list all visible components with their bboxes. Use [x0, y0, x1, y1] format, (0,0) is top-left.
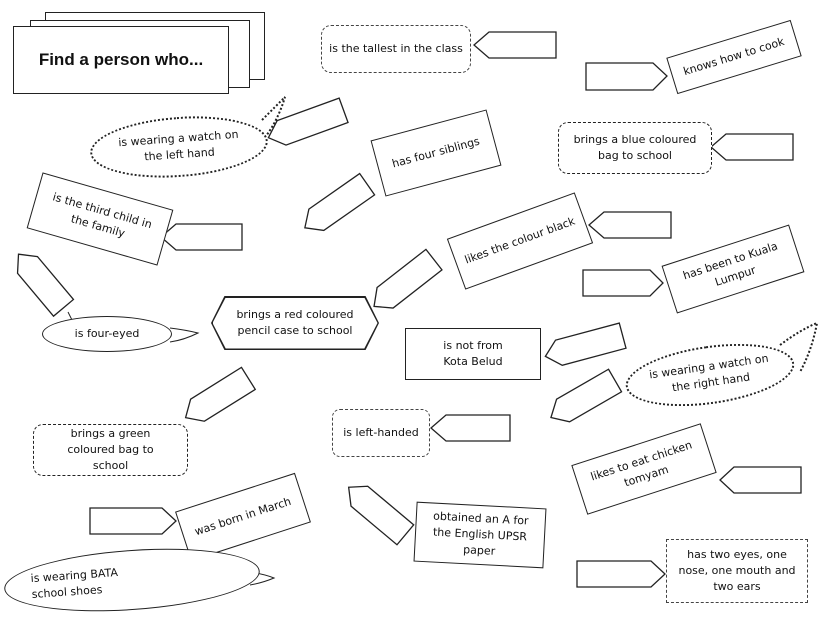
answer-tag[interactable]: [264, 97, 349, 150]
title-card-front: Find a person who...: [13, 26, 229, 94]
prompt-two-eyes: has two eyes, one nose, one mouth and tw…: [666, 539, 808, 603]
answer-tag[interactable]: [160, 223, 243, 251]
prompt-text: is wearing BATA school shoes: [30, 566, 119, 602]
answer-tag[interactable]: [89, 507, 177, 535]
prompt-text: is four-eyed: [74, 327, 140, 341]
answer-tag[interactable]: [430, 414, 511, 442]
bubble-tail: [261, 96, 286, 137]
answer-tag[interactable]: [179, 366, 257, 428]
prompt-text: brings a red coloured pencil case to sch…: [236, 308, 354, 337]
answer-tag[interactable]: [9, 246, 75, 318]
answer-tag[interactable]: [544, 368, 623, 429]
answer-tag[interactable]: [582, 269, 664, 297]
prompt-red-pencil-case: brings a red coloured pencil case to sch…: [211, 296, 379, 350]
answer-tag[interactable]: [719, 466, 802, 494]
prompt-text: has two eyes, one nose, one mouth and tw…: [678, 548, 796, 593]
prompt-text: has four siblings: [390, 134, 482, 171]
answer-tag[interactable]: [585, 62, 668, 91]
answer-tag[interactable]: [473, 31, 557, 59]
prompt-text: obtained an A for the English UPSR paper: [432, 509, 529, 558]
prompt-left-handed: is left-handed: [332, 409, 430, 457]
page-title: Find a person who...: [38, 50, 204, 69]
prompt-tallest: is the tallest in the class: [321, 25, 471, 73]
answer-tag[interactable]: [366, 248, 443, 316]
prompt-text: brings a blue coloured bag to school: [573, 133, 697, 162]
prompt-text: is the tallest in the class: [329, 42, 463, 56]
prompt-text: is not from Kota Belud: [443, 339, 503, 368]
bubble-tail: [169, 327, 200, 343]
prompt-text: is left-handed: [343, 426, 419, 440]
answer-tag[interactable]: [340, 477, 415, 546]
prompt-four-eyed: is four-eyed: [42, 316, 172, 352]
answer-tag[interactable]: [297, 172, 376, 239]
answer-tag[interactable]: [576, 560, 666, 588]
answer-tag[interactable]: [588, 211, 672, 239]
prompt-text: brings a green coloured bag to school: [67, 427, 154, 472]
answer-tag[interactable]: [710, 133, 794, 161]
prompt-upsr: obtained an A for the English UPSR paper: [413, 501, 547, 569]
answer-tag[interactable]: [542, 322, 627, 369]
bubble-tail: [779, 321, 819, 373]
prompt-blue-bag: brings a blue coloured bag to school: [558, 122, 712, 174]
prompt-text: is wearing a watch on the left hand: [117, 127, 239, 164]
prompt-green-bag: brings a green coloured bag to school: [33, 424, 188, 476]
prompt-not-from-kota-belud: is not from Kota Belud: [405, 328, 541, 380]
